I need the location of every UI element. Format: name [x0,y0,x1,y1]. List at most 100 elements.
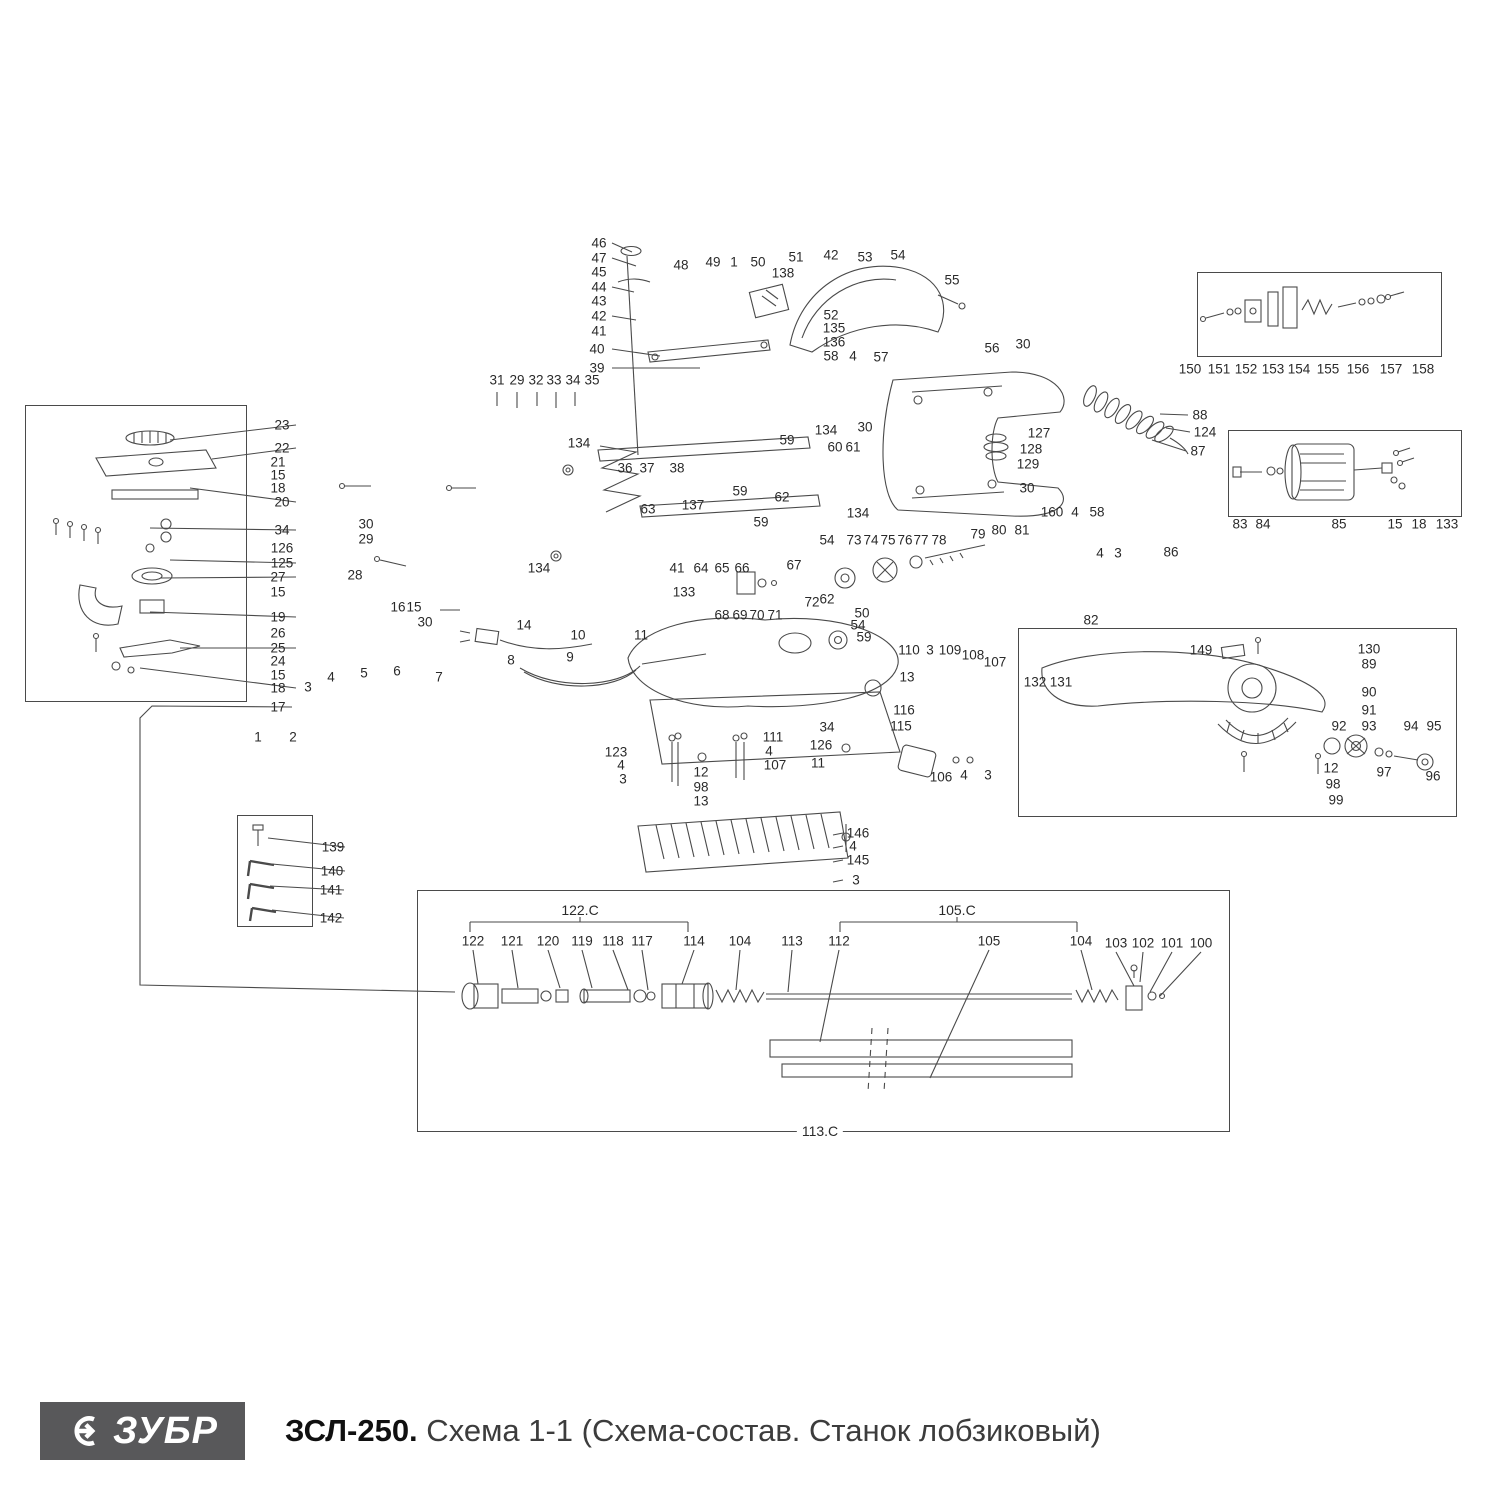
inset-box-blower-assembly [25,405,247,702]
part-number-134: 134 [527,560,551,576]
part-number-149: 149 [1189,642,1213,658]
part-number-20: 20 [274,494,290,510]
part-number-127: 127 [1027,425,1051,441]
part-number-133: 133 [1435,516,1459,532]
part-number-48: 48 [673,257,689,273]
part-number-141: 141 [319,882,343,898]
part-number-50: 50 [854,605,870,621]
diagram-subtitle: Схема 1-1 (Схема-состав. Станок лобзиков… [417,1413,1101,1448]
part-number-26: 26 [270,625,286,641]
part-number-62: 62 [819,591,835,607]
part-number-135: 135 [822,320,846,336]
brand-name: ЗУБР [113,1409,218,1452]
inset-box-tools [237,815,313,927]
part-number-126: 126 [270,540,294,556]
part-number-4: 4 [1071,504,1079,520]
part-number-42: 42 [591,308,607,324]
part-number-46: 46 [591,235,607,251]
part-number-87: 87 [1190,443,1206,459]
part-number-50: 50 [750,254,766,270]
part-number-14: 14 [516,617,532,633]
part-number-35: 35 [584,372,600,388]
part-number-117: 117 [631,933,653,949]
part-number-4: 4 [765,743,773,759]
part-number-15: 15 [270,584,286,600]
part-number-66: 66 [734,560,750,576]
part-number-42: 42 [823,247,839,263]
part-number-122: 122 [461,933,485,949]
part-number-96: 96 [1425,768,1441,784]
part-number-80: 80 [991,522,1007,538]
part-number-89: 89 [1361,656,1377,672]
part-number-90: 90 [1361,684,1377,700]
diagram-model: ЗСЛ-250. [285,1413,418,1448]
part-number-142: 142 [319,910,343,926]
part-number-103: 103 [1104,935,1128,951]
part-number-105: 105 [977,933,1001,949]
part-number-13: 13 [693,793,709,809]
part-number-78: 78 [931,532,947,548]
part-number-137: 137 [681,497,705,513]
part-number-54: 54 [890,247,906,263]
part-number-151: 151 [1207,361,1231,377]
part-number-83: 83 [1232,516,1248,532]
part-number-16: 16 [390,599,406,615]
part-number-68: 68 [714,607,730,623]
part-number-30: 30 [358,516,374,532]
part-number-97: 97 [1376,764,1392,780]
part-number-34: 34 [565,372,581,388]
zubr-logo: ЗУБР [40,1402,245,1460]
part-number-45: 45 [591,264,607,280]
part-number-113: 113 [781,933,803,949]
part-number-99: 99 [1328,792,1344,808]
part-number-29: 29 [509,372,525,388]
part-number-155: 155 [1316,361,1340,377]
part-number-58: 58 [823,348,839,364]
part-number-121: 121 [500,933,524,949]
part-number-2: 2 [289,729,297,745]
part-number-72: 72 [804,594,820,610]
part-number-39: 39 [589,360,605,376]
part-number-75: 75 [880,532,896,548]
part-number-34: 34 [274,522,290,538]
part-number-134: 134 [846,505,870,521]
part-number-115: 115 [890,718,912,734]
part-number-6: 6 [393,663,401,679]
part-number-119: 119 [571,933,593,949]
part-number-60: 60 [827,439,843,455]
part-number-7: 7 [435,669,443,685]
part-number-77: 77 [913,532,929,548]
part-number-94: 94 [1403,718,1419,734]
part-number-134: 134 [814,422,838,438]
part-number-36: 36 [617,460,633,476]
footer: ЗУБР ЗСЛ-250. Схема 1-1 (Схема-состав. С… [40,1402,1101,1460]
part-number-4: 4 [960,767,968,783]
part-number-56: 56 [984,340,1000,356]
part-number-100: 100 [1189,935,1213,951]
part-number-150: 150 [1178,361,1202,377]
inset-box-motor [1228,430,1462,517]
part-number-101: 101 [1160,935,1184,951]
inset-box-tensioner [1197,272,1442,357]
part-number-62: 62 [774,489,790,505]
section-label-122.C: 122.C [556,903,604,917]
part-number-153: 153 [1261,361,1285,377]
part-number-91: 91 [1361,702,1377,718]
part-number-125: 125 [270,555,294,571]
part-number-59: 59 [732,483,748,499]
part-number-67: 67 [786,557,802,573]
part-number-108: 108 [961,647,985,663]
part-number-4: 4 [617,757,625,773]
part-number-130: 130 [1357,641,1381,657]
part-number-118: 118 [602,933,624,949]
part-number-8: 8 [507,652,515,668]
part-number-13: 13 [899,669,915,685]
part-number-4: 4 [849,838,857,854]
part-number-41: 41 [591,323,607,339]
part-number-104: 104 [1069,933,1093,949]
part-number-140: 140 [320,863,344,879]
part-number-111: 111 [762,729,784,745]
